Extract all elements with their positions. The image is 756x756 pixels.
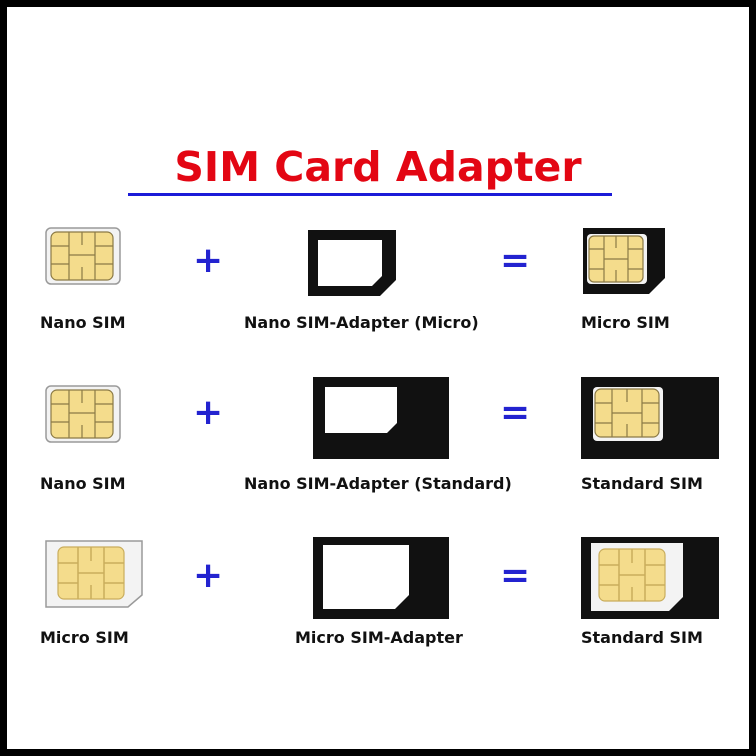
- micro-sim-result-card: [583, 228, 665, 294]
- micro-sim-card: [45, 540, 143, 608]
- diagram-canvas: SIM Card Adapter + = Nano SIM Nano SIM-A…: [7, 7, 749, 749]
- micro-to-standard-adapter: [313, 537, 449, 619]
- diagram-title: SIM Card Adapter: [174, 143, 582, 191]
- nano-sim-label: Nano SIM: [40, 474, 126, 493]
- plus-sign: +: [193, 240, 224, 281]
- standard-sim-result-card: [581, 537, 719, 619]
- result-label: Standard SIM: [581, 628, 703, 647]
- nano-to-standard-adapter: [313, 377, 449, 459]
- adapter-label: Nano SIM-Adapter (Standard): [244, 474, 512, 493]
- adapter-label: Micro SIM-Adapter: [295, 628, 463, 647]
- sim-chip-icon: [594, 388, 660, 438]
- adapter-label: Nano SIM-Adapter (Micro): [244, 313, 479, 332]
- equals-sign: =: [500, 392, 531, 433]
- plus-sign: +: [193, 555, 224, 596]
- sim-chip-icon: [598, 548, 666, 602]
- sim-chip-icon: [57, 546, 125, 600]
- equals-sign: =: [500, 240, 531, 281]
- title-underline: [128, 193, 612, 196]
- standard-sim-result-card: [581, 377, 719, 459]
- nano-sim-card: [45, 227, 121, 285]
- equals-sign: =: [500, 555, 531, 596]
- nano-sim-label: Nano SIM: [40, 313, 126, 332]
- result-label: Standard SIM: [581, 474, 703, 493]
- sim-chip-icon: [588, 235, 644, 283]
- micro-sim-label: Micro SIM: [40, 628, 129, 647]
- sim-chip-icon: [50, 231, 114, 281]
- sim-chip-icon: [50, 389, 114, 439]
- result-label: Micro SIM: [581, 313, 670, 332]
- nano-sim-card: [45, 385, 121, 443]
- nano-to-micro-adapter: [308, 230, 396, 296]
- plus-sign: +: [193, 392, 224, 433]
